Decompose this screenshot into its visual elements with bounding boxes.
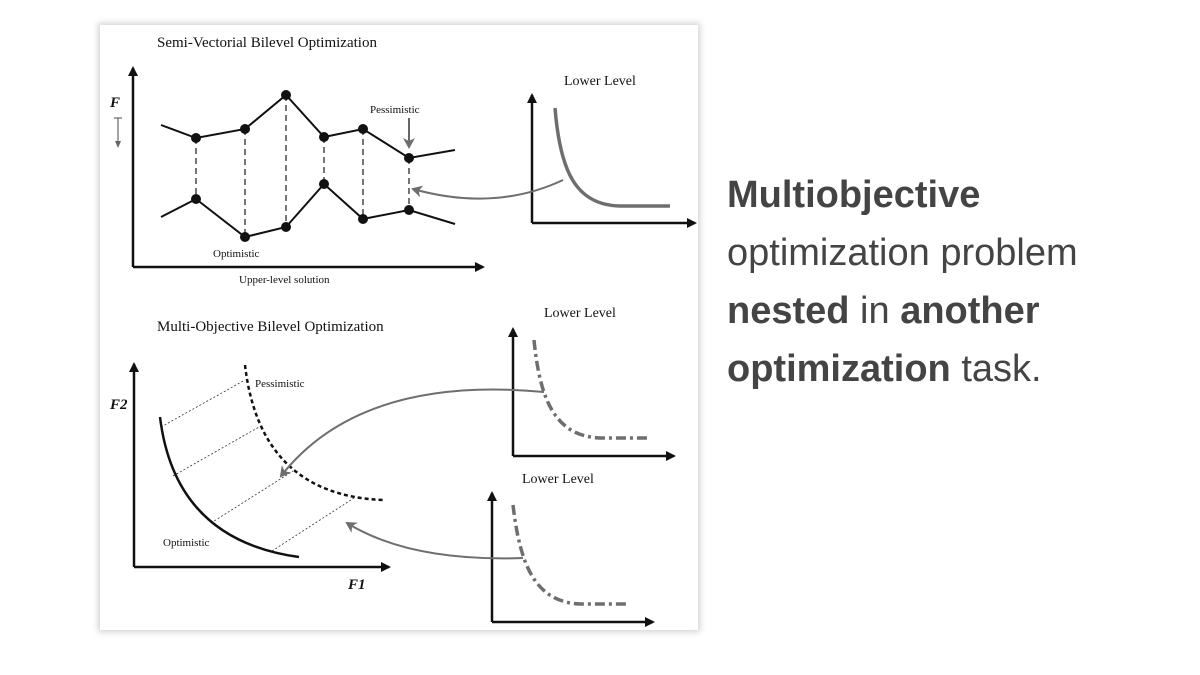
- caption-text: task.: [961, 348, 1042, 390]
- minimize-arrow-icon: [114, 117, 122, 148]
- caption-bold-nested: nested: [727, 290, 850, 332]
- bottom-x-label: F1: [347, 577, 366, 593]
- diagram-panel: [100, 25, 698, 630]
- lower-2-mapping-arrow: [345, 521, 524, 560]
- semi-vectorial-diagram: Semi-Vectorial Bilevel Optimization F Pe…: [109, 35, 697, 286]
- caption-bold-optimization: optimization: [727, 348, 951, 390]
- top-mapping-arrow: [411, 179, 564, 200]
- pessimistic-optimistic-gaps: [195, 95, 410, 237]
- bottom-pessimistic-label: Pessimistic: [255, 378, 305, 390]
- bottom-optimistic-label: Optimistic: [163, 537, 210, 549]
- top-optimistic-label: Optimistic: [213, 248, 260, 260]
- front-correspondence-lines: [160, 379, 355, 552]
- bottom-title: Multi-Objective Bilevel Optimization: [157, 319, 384, 335]
- top-lower-level-curve: [553, 107, 670, 208]
- multi-objective-diagram: Multi-Objective Bilevel Optimization F2 …: [109, 306, 676, 627]
- top-lower-level-title: Lower Level: [564, 74, 636, 89]
- top-y-label: F: [109, 95, 120, 111]
- caption-text: in: [860, 290, 890, 332]
- lower-1-mapping-arrow: [279, 388, 545, 478]
- caption-text: optimization problem: [727, 232, 1078, 274]
- optimistic-line: [160, 182, 456, 239]
- top-x-label: Upper-level solution: [239, 274, 330, 286]
- slide-caption: Multiobjective optimization problem nest…: [727, 166, 1187, 398]
- caption-bold-multiobjective: Multiobjective: [727, 174, 981, 216]
- optimistic-front: [158, 416, 300, 559]
- lower-1-curve: [532, 339, 651, 440]
- lower-2-curve: [511, 504, 628, 606]
- caption-bold-another: another: [900, 290, 1040, 332]
- bottom-lower-level-title-2: Lower Level: [522, 472, 594, 487]
- bottom-lower-level-title-1: Lower Level: [544, 306, 616, 321]
- top-title: Semi-Vectorial Bilevel Optimization: [157, 35, 377, 51]
- pessimistic-line: [160, 93, 456, 160]
- bottom-y-label: F2: [109, 397, 128, 413]
- solution-points: [191, 90, 414, 242]
- pessimistic-front: [243, 364, 384, 502]
- top-pessimistic-label: Pessimistic: [370, 104, 420, 116]
